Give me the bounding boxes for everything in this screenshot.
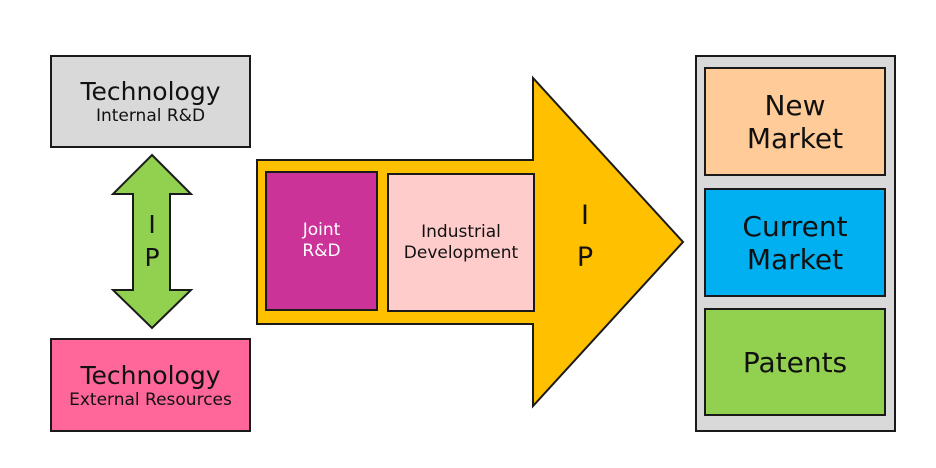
new-market-box: New Market	[704, 67, 886, 176]
vertical-arrow-label-i: I	[148, 210, 156, 239]
vertical-arrow-label-p: P	[144, 243, 160, 272]
technology-internal-title: Technology	[80, 77, 221, 106]
vertical-ip-double-arrow	[110, 153, 194, 330]
industrial-development-line1: Industrial	[421, 221, 501, 242]
joint-rd-line1: Joint	[302, 220, 341, 240]
current-market-line2: Market	[746, 242, 844, 276]
vertical-arrow-label: I P	[133, 208, 171, 274]
new-market-line2: Market	[746, 121, 844, 155]
technology-external-subtitle: External Resources	[69, 389, 232, 410]
joint-rd-box: Joint R&D	[265, 171, 378, 311]
big-arrow-label-p: P	[576, 242, 594, 273]
technology-external-title: Technology	[80, 360, 221, 390]
industrial-development-line2: Development	[403, 242, 519, 263]
technology-external-box: Technology External Resources	[50, 338, 251, 432]
joint-rd-line2: R&D	[302, 241, 341, 261]
new-market-line1: New	[764, 88, 826, 122]
patents-label: Patents	[742, 345, 848, 379]
big-arrow-label: I P	[565, 195, 605, 279]
technology-internal-box: Technology Internal R&D	[50, 55, 251, 148]
industrial-development-box: Industrial Development	[387, 173, 535, 312]
big-arrow-label-i: I	[581, 200, 589, 231]
current-market-box: Current Market	[704, 188, 886, 297]
technology-internal-subtitle: Internal R&D	[95, 106, 206, 126]
patents-box: Patents	[704, 308, 886, 416]
current-market-line1: Current	[742, 209, 848, 243]
